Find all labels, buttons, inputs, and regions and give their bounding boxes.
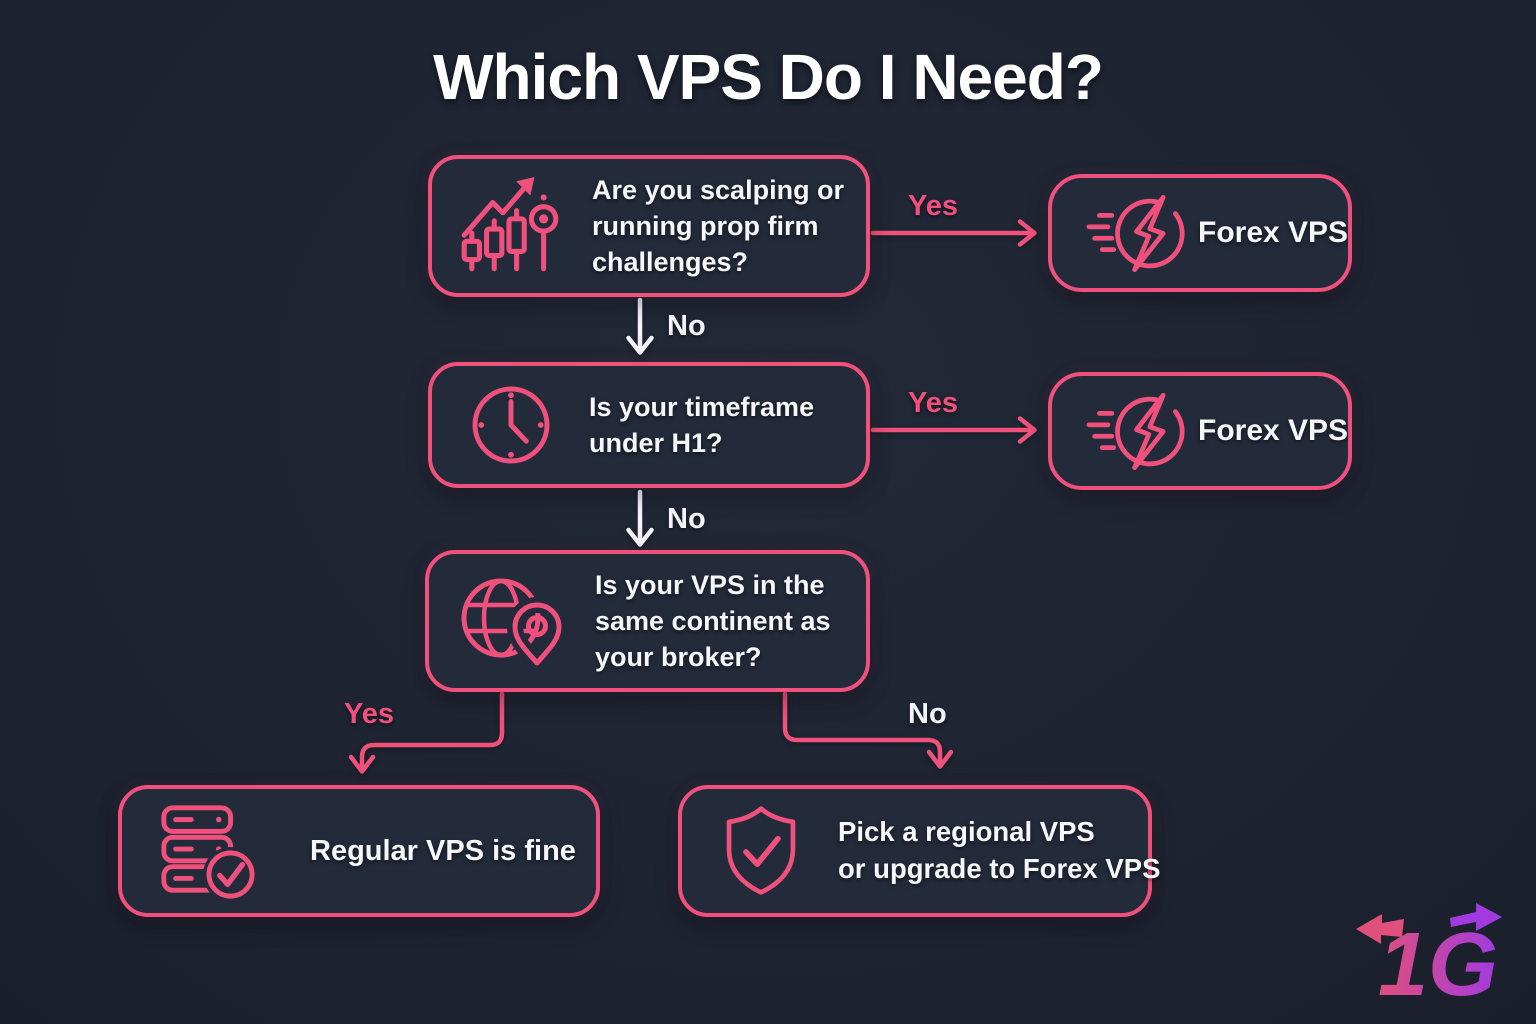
shield-check-icon	[714, 802, 808, 900]
yes-label-1: Yes	[908, 190, 958, 222]
regional-vps-label: Pick a regional VPS or upgrade to Forex …	[838, 816, 1161, 884]
logo-left-arrow	[1356, 914, 1404, 944]
question-box-timeframe: Is your timeframe under H1?	[428, 362, 870, 488]
speed-lightning-icon	[1068, 382, 1186, 481]
forex-vps-box-2: Forex VPS	[1048, 372, 1352, 490]
question-box-continent: Is your VPS in the same continent as you…	[425, 550, 870, 692]
question-text: Are you scalping or running prop firm ch…	[592, 174, 845, 278]
forex-vps-label: Forex VPS	[1198, 216, 1349, 249]
clock-icon	[466, 380, 556, 470]
logo-text: 1G	[1378, 915, 1498, 1004]
regular-vps-box: Regular VPS is fine	[118, 785, 600, 917]
candlestick-chart-icon	[454, 170, 566, 282]
forex-vps-label: Forex VPS	[1198, 414, 1349, 447]
regional-vps-box: Pick a regional VPS or upgrade to Forex …	[678, 785, 1160, 917]
question-box-scalping: Are you scalping or running prop firm ch…	[428, 155, 870, 297]
logo-right-arrow	[1450, 903, 1502, 931]
no-label-1: No	[667, 310, 706, 342]
yes-arrow-1	[870, 219, 1037, 247]
question-text: Is your timeframe under H1?	[589, 391, 815, 458]
regular-vps-label: Regular VPS is fine	[310, 834, 576, 867]
server-check-icon	[156, 800, 258, 902]
no-label-3: No	[908, 698, 947, 730]
forex-vps-box-1: Forex VPS	[1048, 174, 1352, 292]
question-text: Is your VPS in the same continent as you…	[595, 569, 831, 673]
brand-logo: 1G	[1350, 898, 1506, 1004]
no-label-2: No	[667, 503, 706, 535]
yes-label-2: Yes	[908, 387, 958, 419]
page-title: Which VPS Do I Need?	[433, 41, 1104, 113]
yes-arrow-2	[870, 416, 1037, 444]
speed-lightning-icon	[1068, 184, 1186, 283]
no-arrow-1	[626, 297, 654, 355]
yes-label-3: Yes	[344, 698, 394, 730]
no-arrow-2	[626, 489, 654, 547]
globe-pin-icon	[455, 569, 567, 673]
